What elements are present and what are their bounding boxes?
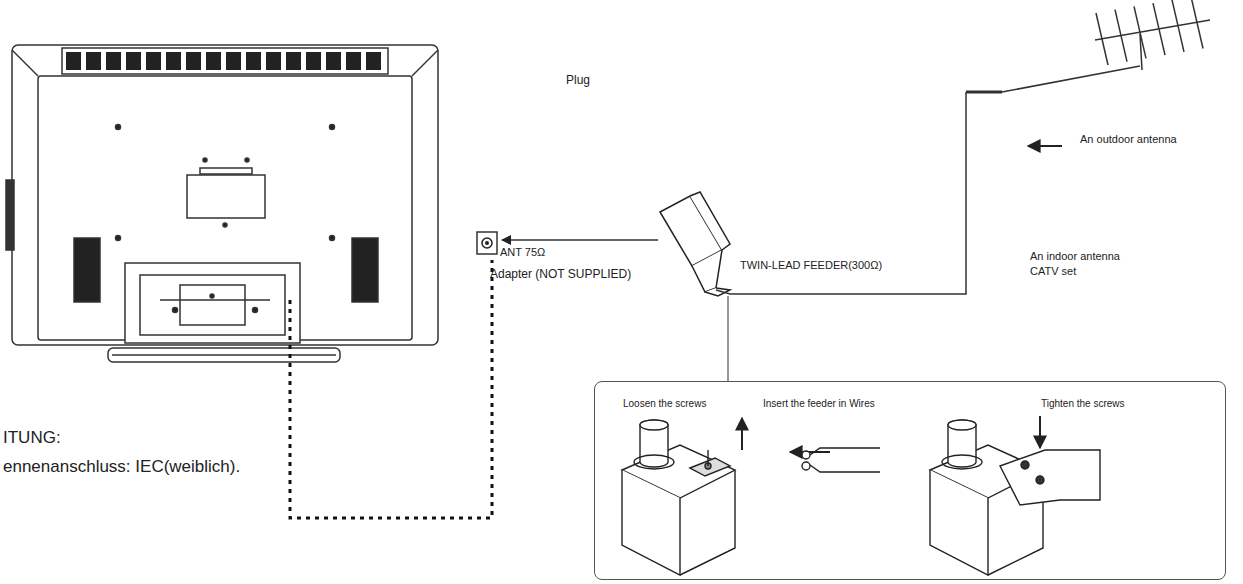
adapter (660, 192, 730, 296)
jack-label: ANT 75Ω (500, 246, 545, 259)
tv-back (6, 45, 438, 362)
step-label: Insert the feeder in Wires (763, 398, 875, 410)
indoor-antenna-label: An indoor antenna (1030, 250, 1120, 263)
signal-arrow (1028, 145, 1062, 147)
antenna-label: An outdoor antenna (1080, 133, 1177, 146)
step-label: Tighten the screws (1041, 398, 1125, 410)
inset-adapter (622, 416, 1100, 575)
step-label: Loosen the screws (623, 398, 706, 410)
antenna-jack (477, 232, 497, 254)
cable-route (290, 260, 492, 518)
warning-text: ennenanschluss: IEC(weiblich). (3, 457, 240, 477)
detail-inset: Loosen the screws Insert the feeder in Wi… (594, 381, 1226, 580)
connect-arrow (502, 239, 658, 241)
leader-line (728, 296, 729, 381)
catv-label: CATV set (1030, 265, 1076, 278)
feeder-label: TWIN-LEAD FEEDER(300Ω) (740, 259, 882, 272)
outdoor-antenna (1095, 0, 1210, 70)
adapter-label: Adapter (NOT SUPPLIED) (490, 268, 631, 282)
twin-lead (716, 66, 1140, 294)
warning-heading: ITUNG: (3, 428, 61, 448)
plug-label: Plug (566, 74, 590, 88)
